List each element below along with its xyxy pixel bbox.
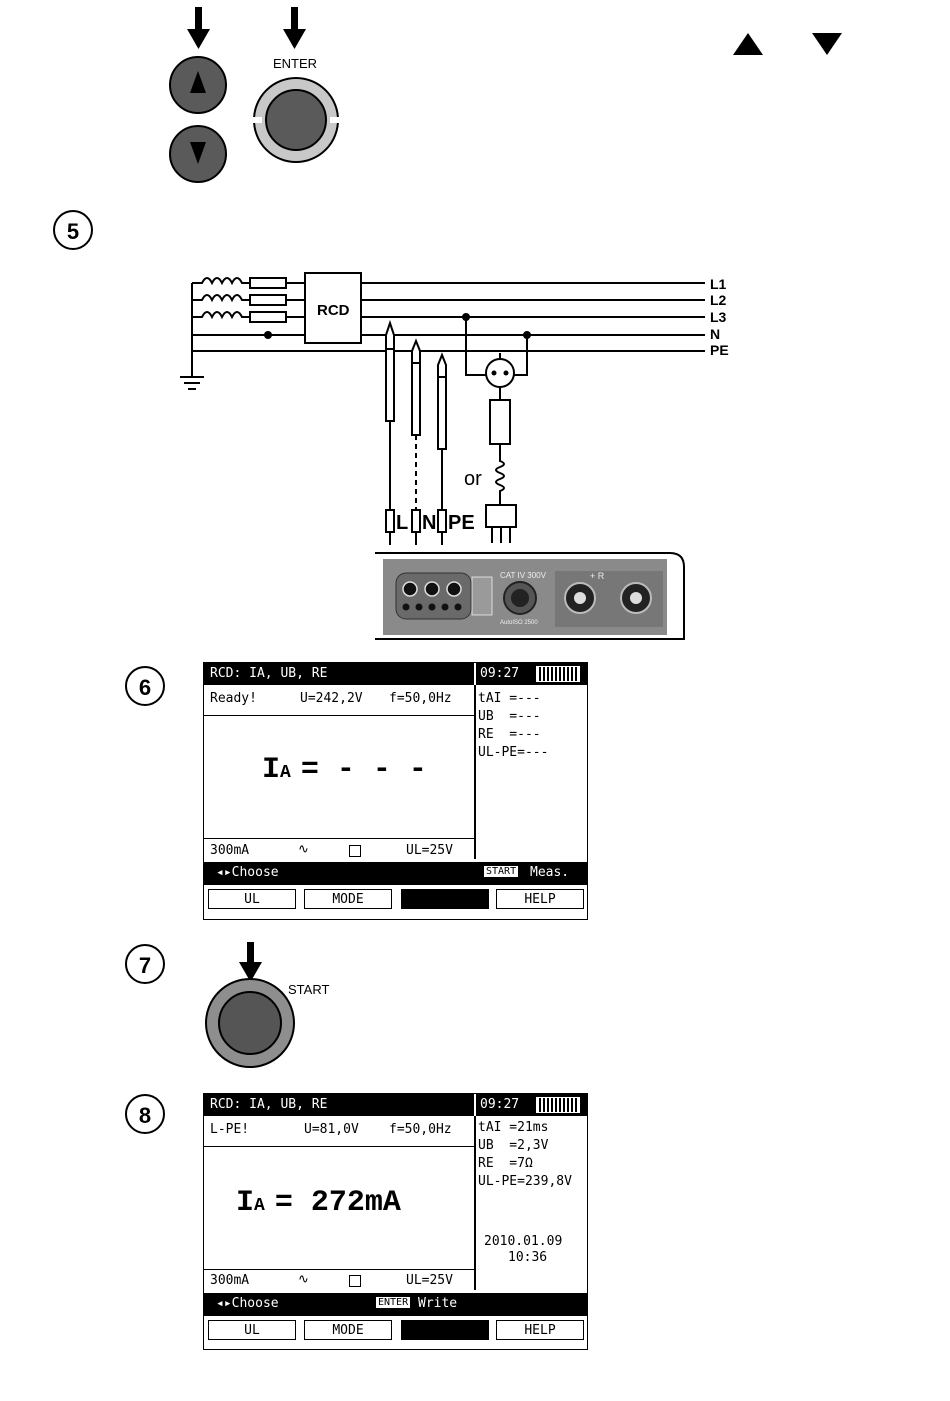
line-label-l2: L2	[710, 292, 727, 308]
main-symbol: I	[262, 753, 281, 787]
fuse-icon	[249, 277, 287, 323]
or-label: or	[464, 468, 482, 490]
panel-riso-label: + R	[590, 571, 605, 581]
uni-schuko-plug-icon	[485, 504, 517, 528]
main-symbol: I	[236, 1186, 255, 1220]
meter-screen-result: RCD: IA, UB, RE 09:27 L-PE! U=81,0V f=50…	[203, 1093, 588, 1350]
clock: 09:27	[480, 1097, 520, 1112]
main-result: IA = - - -	[262, 753, 427, 787]
probe-label-l: L	[396, 512, 408, 534]
down-arrow-icon	[239, 942, 262, 982]
main-result: IA = 272mA	[236, 1186, 401, 1220]
meter-screen-ready: RCD: IA, UB, RE 09:27 Ready! U=242,2V f=…	[203, 662, 588, 920]
up-button[interactable]	[169, 56, 227, 114]
line-label-l1: L1	[710, 276, 727, 292]
clock: 09:27	[480, 666, 520, 681]
test-current: 300mA	[210, 1273, 250, 1288]
battery-icon	[536, 1097, 580, 1113]
fkey-ul[interactable]: UL	[208, 1320, 296, 1340]
screen-clock-bar: 09:27	[476, 1094, 587, 1116]
fkey-blank[interactable]	[401, 1320, 489, 1340]
side-value-re: RE =---	[478, 727, 541, 742]
probe-label-pe: PE	[448, 512, 475, 534]
rcd-type-icon	[349, 845, 361, 857]
result-time: 10:36	[508, 1250, 548, 1265]
probe-n-icon	[411, 338, 421, 364]
side-value-tai: tAI =---	[478, 691, 541, 706]
enter-label: ENTER	[273, 56, 317, 71]
status-text: Ready!	[210, 691, 257, 706]
step-8-marker: 8	[125, 1094, 165, 1134]
side-value-tai: tAI =21ms	[478, 1120, 549, 1135]
touch-voltage-limit: UL=25V	[406, 843, 453, 858]
result-date: 2010.01.09	[484, 1234, 563, 1249]
adapter-plug-icon	[489, 399, 511, 445]
start-button-illustration: START	[205, 942, 329, 1068]
rcd-box	[304, 272, 362, 344]
probe-pe-icon	[437, 352, 447, 378]
fkey-mode[interactable]: MODE	[304, 889, 392, 909]
side-value-ub: UB =2,3V	[478, 1138, 549, 1153]
down-arrow-icon	[187, 7, 210, 49]
main-subscript: A	[254, 1196, 265, 1216]
enter-key-icon: ENTER	[376, 1297, 411, 1308]
start-label: START	[288, 982, 329, 997]
voltage-reading: U=242,2V	[300, 691, 363, 706]
up-triangle-icon	[733, 33, 763, 55]
side-value-re: RE =7Ω	[478, 1156, 533, 1171]
battery-icon	[536, 666, 580, 682]
test-current: 300mA	[210, 843, 250, 858]
fkey-help[interactable]: HELP	[496, 1320, 584, 1340]
step-5-marker: 5	[53, 210, 93, 250]
screen-title-bar: RCD: IA, UB, RE	[204, 1094, 474, 1116]
wiring-diagram: RCD L1 L2 L3 N PE or	[180, 272, 729, 640]
side-value-ub: UB =---	[478, 709, 541, 724]
status-text: L-PE!	[210, 1122, 250, 1137]
hint-bar: ◂▸Choose START Meas.	[204, 862, 587, 885]
rcd-label: RCD	[317, 302, 350, 319]
ac-waveform-icon: ∿	[298, 1272, 309, 1287]
start-key-icon: START	[484, 866, 519, 877]
panel-autoiso-label: AutoISO 2500	[500, 620, 538, 626]
ac-waveform-icon: ∿	[298, 842, 309, 857]
start-button[interactable]	[205, 978, 295, 1068]
screen-title-bar: RCD: IA, UB, RE	[204, 663, 474, 685]
step-6-marker: 6	[125, 666, 165, 706]
keypad-illustration: ENTER	[169, 7, 340, 183]
frequency-reading: f=50,0Hz	[389, 691, 452, 706]
hint-measure: Meas.	[530, 865, 570, 880]
touch-voltage-limit: UL=25V	[406, 1273, 453, 1288]
fkey-ul[interactable]: UL	[208, 889, 296, 909]
line-label-l3: L3	[710, 309, 727, 325]
fkey-mode[interactable]: MODE	[304, 1320, 392, 1340]
down-arrow-icon	[283, 7, 306, 49]
socket-icon	[485, 358, 515, 388]
fkey-help[interactable]: HELP	[496, 889, 584, 909]
down-button[interactable]	[169, 125, 227, 183]
fkey-blank[interactable]	[401, 889, 489, 909]
enter-button[interactable]	[252, 77, 340, 163]
screen-title: RCD: IA, UB, RE	[210, 1097, 328, 1112]
rcd-type-icon	[349, 1275, 361, 1287]
hint-write: Write	[418, 1296, 458, 1311]
probe-l-icon	[385, 319, 395, 350]
screen-clock-bar: 09:27	[476, 663, 587, 685]
line-label-pe: PE	[710, 342, 729, 358]
hint-choose: ◂▸Choose	[216, 865, 279, 880]
main-value: = 272mA	[274, 1186, 401, 1220]
screen-title: RCD: IA, UB, RE	[210, 666, 328, 681]
voltage-reading: U=81,0V	[304, 1122, 359, 1137]
down-triangle-icon	[812, 33, 842, 55]
probe-label-n: N	[422, 512, 436, 534]
step-7-marker: 7	[125, 944, 165, 984]
side-value-ulpe: UL-PE=239,8V	[478, 1174, 572, 1189]
frequency-reading: f=50,0Hz	[389, 1122, 452, 1137]
line-label-n: N	[710, 326, 720, 342]
hint-bar: ◂▸Choose ENTER Write	[204, 1293, 587, 1316]
main-value: = - - -	[300, 753, 427, 787]
panel-cat-label: CAT IV 300V	[500, 571, 547, 580]
main-subscript: A	[280, 763, 291, 783]
side-value-ulpe: UL-PE=---	[478, 745, 549, 760]
hint-choose: ◂▸Choose	[216, 1296, 279, 1311]
